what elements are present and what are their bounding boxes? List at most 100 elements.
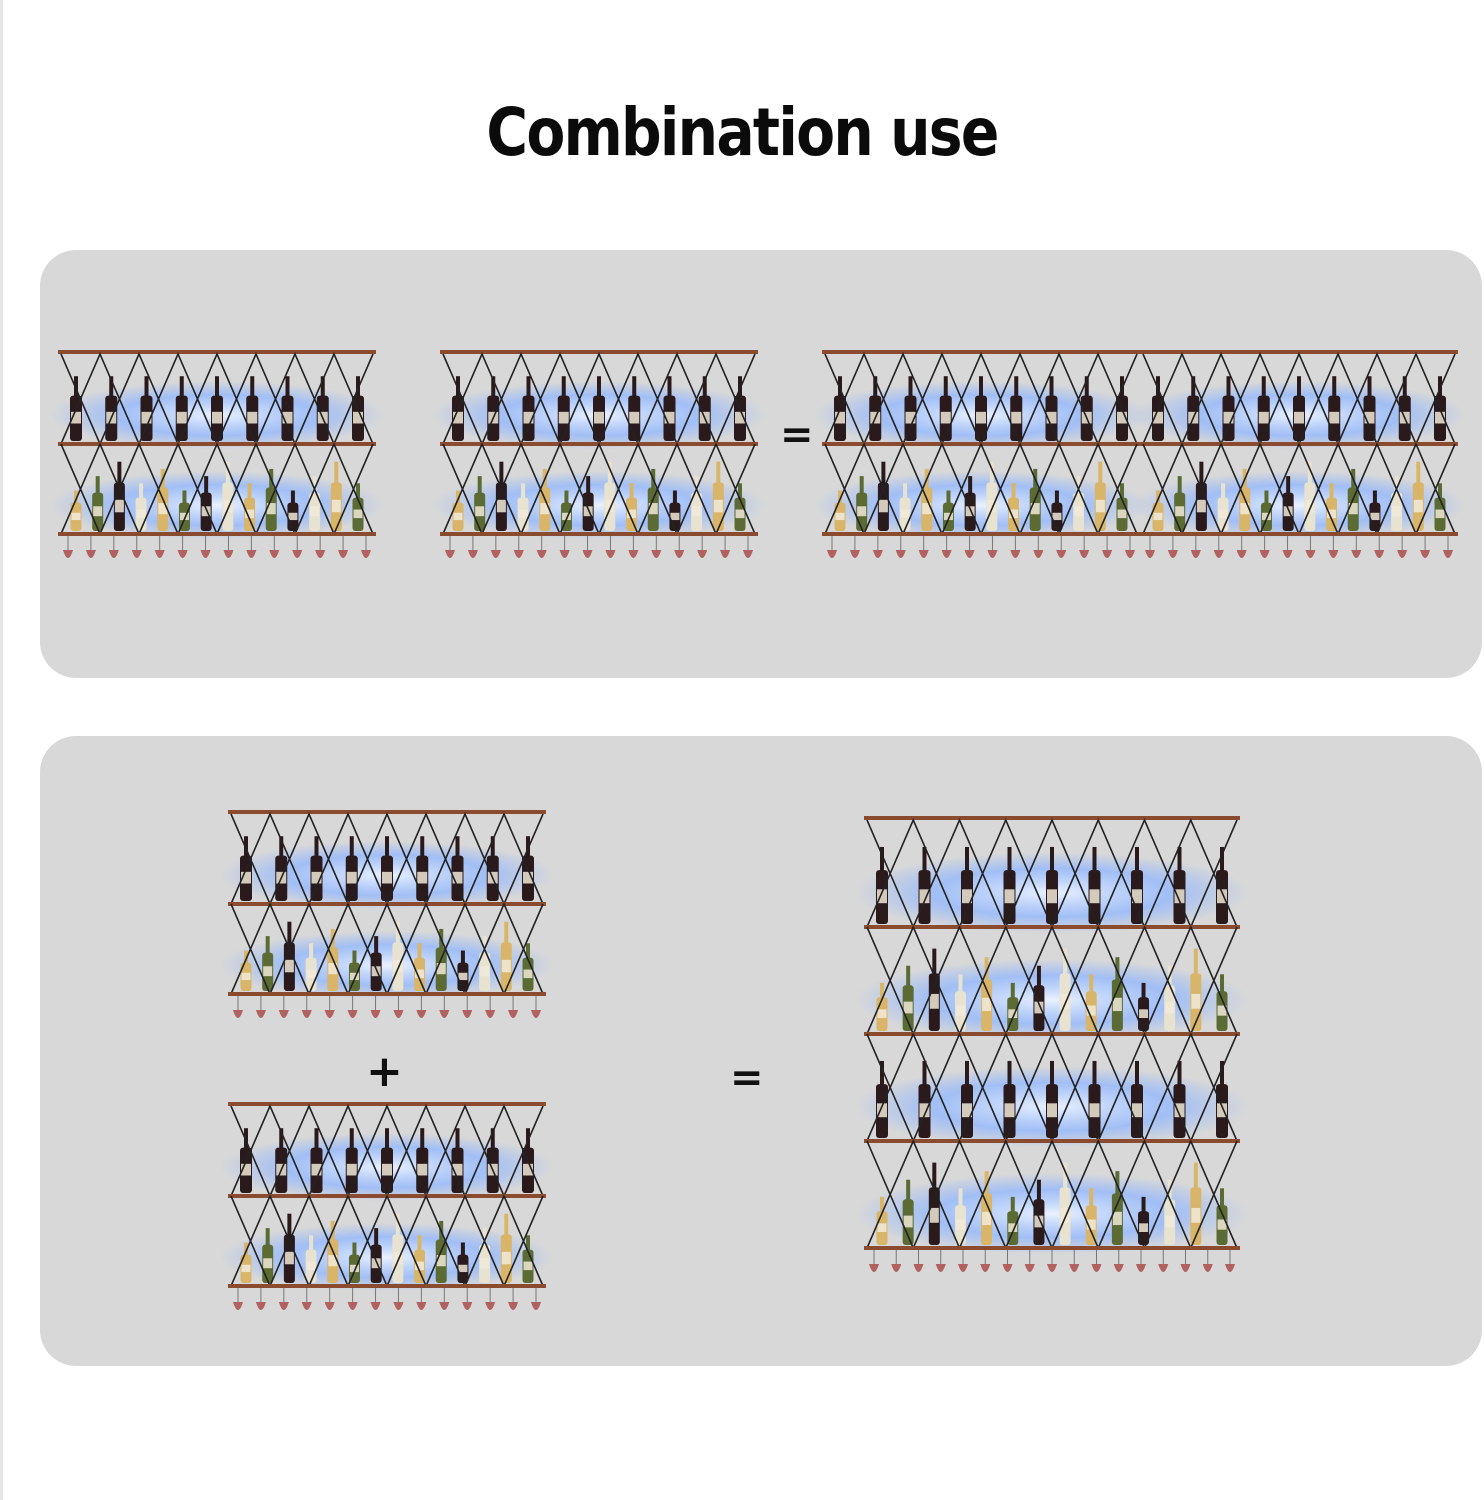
wine-bottle-icon [989, 461, 994, 484]
combination-panel-horizontal [40, 250, 1482, 678]
wine-glass-icon [200, 550, 211, 558]
wine-bottle-icon [312, 476, 317, 494]
wine-bottle-label [452, 871, 463, 884]
wine-bottle-label [1047, 889, 1057, 904]
wine-glass-icon [1443, 550, 1453, 558]
wine-bottle-icon [385, 836, 389, 857]
wine-bottle-icon [1372, 490, 1377, 504]
wine-bottle-icon [1076, 476, 1081, 494]
wine-glass-icon [361, 550, 371, 558]
wine-glass-icon [439, 1302, 450, 1310]
wine-bottle-icon [1307, 461, 1312, 484]
wine-bottle-label [176, 411, 187, 424]
wine-glass-icon [439, 1010, 450, 1018]
wine-bottle-label [713, 499, 723, 513]
wine-bottle-icon [244, 1242, 248, 1256]
wine-bottle-icon [521, 483, 526, 499]
wine-bottle-icon [395, 921, 400, 944]
wine-bottle-icon [314, 836, 319, 857]
wine-bottle-icon [1402, 376, 1407, 397]
wine-bottle-icon [965, 1060, 969, 1086]
wine-bottle-label [114, 499, 124, 513]
wine-glass-icon [393, 1302, 404, 1310]
wine-bottle-icon [279, 836, 284, 857]
wine-glass-icon [531, 1302, 541, 1310]
wine-bottle-label [922, 503, 932, 515]
wine-bottle-label [1034, 1215, 1044, 1228]
wine-bottle-icon [880, 982, 884, 999]
wine-glass-icon [154, 550, 165, 558]
wine-glass-icon [918, 550, 929, 558]
wine-glass-icon [485, 1302, 496, 1310]
rack-frame [230, 811, 544, 907]
wine-bottle-label [919, 1103, 930, 1118]
equals-sign: = [780, 412, 814, 458]
wine-bottle-icon [417, 1235, 422, 1251]
wine-bottle-label [1165, 1215, 1175, 1228]
wine-bottle-label [1153, 512, 1163, 521]
wine-glass-icon [1113, 1264, 1124, 1272]
wine-bottle-label [328, 963, 338, 975]
wine-bottle-label [1258, 411, 1269, 424]
wine-glass-icon [913, 1264, 924, 1272]
wine-bottle-icon [526, 1235, 530, 1251]
wine-bottle-label [1095, 499, 1105, 513]
wine-bottle-icon [880, 846, 884, 872]
wine-glass-icon [416, 1010, 427, 1018]
wine-bottle-label [371, 1258, 381, 1269]
wine-bottle-icon [1007, 1060, 1012, 1086]
wine-glass-icon [108, 550, 119, 558]
wine-glass-icon [872, 550, 883, 558]
wine-bottle-label [136, 509, 146, 519]
wine-glass-icon [1145, 550, 1155, 558]
wine-bottle-label [1046, 411, 1057, 424]
wine-bottle-label [903, 1001, 913, 1014]
wine-bottle-label [523, 1261, 533, 1271]
wine-bottle-icon [334, 461, 339, 484]
wine-bottle-icon [490, 1128, 495, 1149]
wine-bottle-label [1004, 1103, 1015, 1118]
wine-bottle-icon [881, 461, 886, 484]
wine-bottle-icon [1135, 1060, 1139, 1086]
wine-bottle-label [346, 871, 357, 884]
wine-glass-icon [895, 550, 906, 558]
wine-bottle-icon [607, 461, 612, 484]
wine-bottle-label [458, 1264, 468, 1273]
wine-bottle-icon [504, 1213, 509, 1236]
wine-bottle-label [480, 1258, 490, 1269]
led-glow [854, 1173, 1250, 1255]
wine-bottle-label [523, 871, 533, 884]
wine-glass-icon [674, 550, 685, 558]
wine-bottle-label [1191, 1207, 1201, 1223]
wine-bottle-icon [1193, 1162, 1198, 1189]
wine-glass-icon [315, 550, 326, 558]
shelf-board [440, 532, 758, 536]
wine-bottle-label [346, 1163, 357, 1176]
wine-bottle-label [558, 411, 569, 424]
wine-bottle-label [976, 411, 986, 424]
wine-bottle-label [835, 512, 845, 521]
wine-glass-icon [1125, 550, 1135, 558]
wine-bottle-icon [526, 376, 531, 397]
wine-bottle-icon [694, 476, 699, 494]
wine-bottle-label [331, 499, 341, 513]
wine-bottle-icon [880, 1060, 884, 1086]
wine-bottle-icon [482, 936, 487, 954]
wine-bottle-icon [395, 1213, 400, 1236]
wine-bottle-icon [922, 1060, 927, 1086]
wine-bottle-icon [932, 948, 937, 975]
wine-glass-icon [1102, 550, 1113, 558]
wine-glass-icon [1069, 1264, 1080, 1272]
wine-glass-icon [743, 550, 753, 558]
wine-bottle-icon [109, 376, 114, 397]
wine-rack-illustration [813, 350, 1149, 558]
wine-bottle-icon [702, 376, 707, 397]
wine-bottle-icon [1286, 476, 1291, 494]
wine-bottle-icon [1177, 1060, 1182, 1086]
wine-bottle-icon [1220, 1060, 1224, 1086]
wine-bottle-icon [906, 1179, 911, 1201]
wine-bottle-label [1294, 411, 1304, 424]
wine-glass-icon [941, 550, 952, 558]
wine-bottle-label [1060, 993, 1070, 1009]
wine-rack-illustration [49, 350, 385, 558]
